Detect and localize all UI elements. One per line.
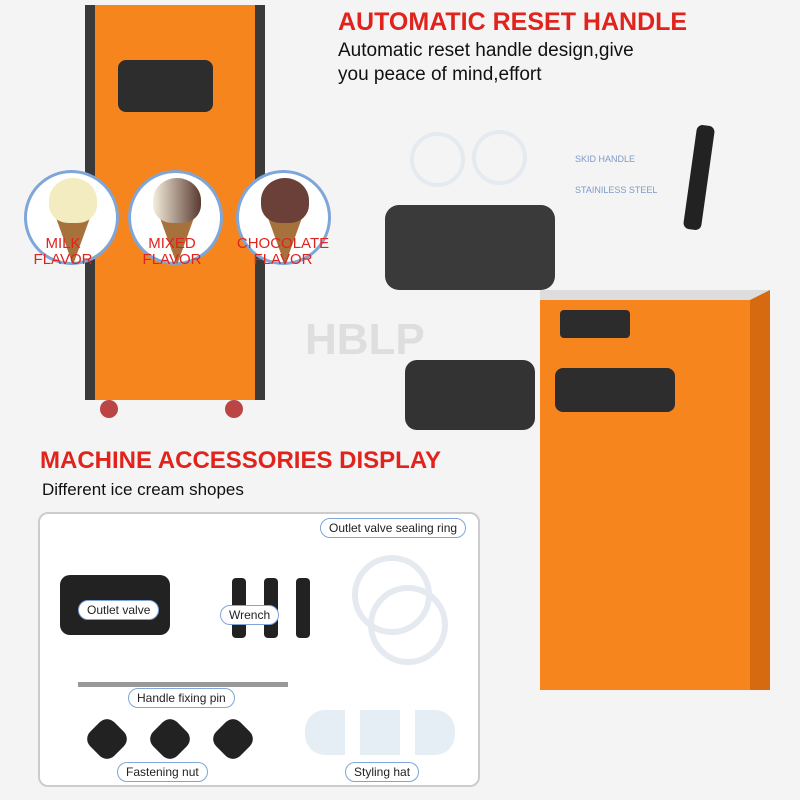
handles-image bbox=[405, 360, 535, 430]
skid-handle-image bbox=[682, 124, 716, 231]
label-styling-hat: Styling hat bbox=[345, 762, 420, 782]
dispenser-head bbox=[118, 60, 213, 112]
milk-flavor-image bbox=[24, 170, 119, 265]
stainless-steel-callout: STAINILESS STEEL bbox=[575, 185, 658, 195]
chocolate-flavor-image bbox=[236, 170, 331, 265]
flavor-line: FLAVOR bbox=[33, 251, 93, 268]
wrench-image bbox=[296, 578, 310, 638]
valve-plate-image bbox=[385, 205, 555, 290]
wheel bbox=[225, 400, 243, 418]
flavor-line: FLAVOR bbox=[142, 251, 202, 268]
mixed-flavor-image bbox=[128, 170, 223, 265]
flavor-line: FLAVOR bbox=[253, 251, 313, 268]
sealing-ring-image bbox=[472, 130, 527, 185]
header-subtitle-1: Automatic reset handle design,give bbox=[338, 40, 634, 61]
accessories-subtitle: Different ice cream shopes bbox=[42, 480, 244, 499]
fixing-pin-image bbox=[78, 682, 288, 687]
skid-handle-callout: SKID HANDLE bbox=[575, 154, 636, 164]
flavor-line: MILK bbox=[45, 235, 81, 252]
flavor-line: CHOCOLATE bbox=[236, 235, 330, 252]
label-sealing-ring: Outlet valve sealing ring bbox=[320, 518, 467, 538]
wheel bbox=[100, 400, 118, 418]
label-wrench: Wrench bbox=[220, 605, 280, 625]
styling-hat-image bbox=[305, 710, 455, 755]
accessories-title: MACHINE ACCESSORIES DISPLAY bbox=[40, 447, 441, 474]
machine-side-image bbox=[540, 290, 770, 690]
label-fixing-pin: Handle fixing pin bbox=[128, 688, 235, 708]
dispenser-head bbox=[555, 368, 675, 412]
sealing-ring-image bbox=[410, 132, 465, 187]
label-outlet-valve: Outlet valve bbox=[78, 600, 160, 620]
label-fastening-nut: Fastening nut bbox=[117, 762, 208, 782]
header-subtitle-2: you peace of mind,effort bbox=[338, 64, 542, 85]
flavor-line: MIXED bbox=[148, 235, 196, 252]
sealing-ring-image bbox=[368, 585, 448, 665]
control-panel bbox=[560, 310, 630, 338]
watermark: HBLP bbox=[305, 315, 425, 364]
header-title: AUTOMATIC RESET HANDLE bbox=[338, 8, 688, 36]
